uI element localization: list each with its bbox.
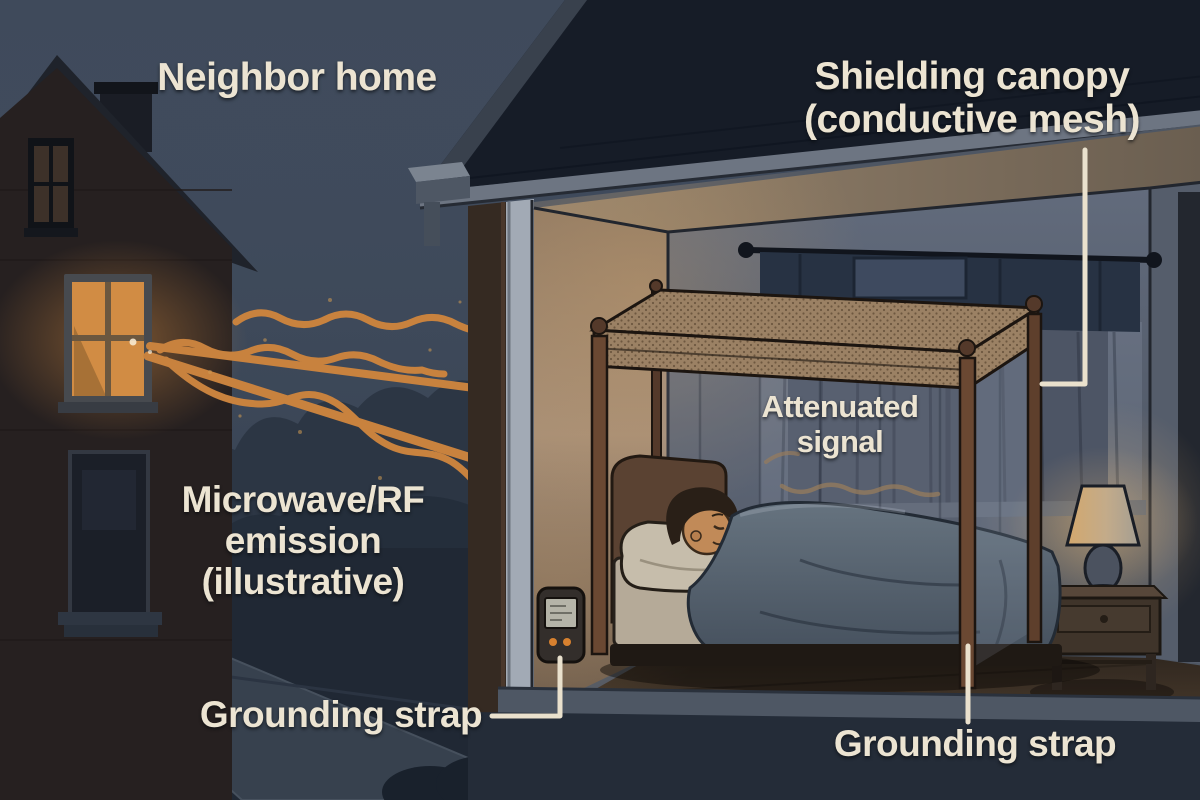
cutaway-wall-edge: [506, 199, 534, 728]
finial: [649, 279, 663, 293]
exterior-wall-strip: [468, 202, 506, 800]
eave-fascia: [420, 110, 1200, 208]
label-shielding-canopy-line1: Shielding canopy: [814, 55, 1130, 98]
rf-wave: [162, 356, 506, 516]
tree-silhouettes: [170, 380, 538, 565]
lamp-shade: [1065, 484, 1141, 547]
door-step: [58, 612, 162, 625]
label-neighbor-home: Neighbor home: [157, 56, 437, 99]
blanket-folds: [759, 558, 1008, 647]
finial: [958, 339, 976, 357]
attic-window: [24, 138, 78, 237]
nightstand: [1039, 585, 1169, 690]
label-emission-line1: Microwave/RF: [181, 479, 425, 520]
attenuated-wave: [764, 451, 941, 498]
gable-fascia: [420, 0, 588, 198]
leader-lines: [489, 147, 1088, 725]
bed-post-front-left: [590, 334, 609, 656]
ear: [690, 530, 702, 542]
rf-wave: [156, 339, 448, 378]
bed-post-rear-right: [1026, 312, 1043, 644]
emission-sparkles: [208, 298, 462, 480]
label-microwave-rf-emission: Microwave/RF emission (illustrative): [182, 479, 425, 602]
finial: [1025, 295, 1043, 313]
label-emission-line2: emission: [224, 520, 382, 561]
canopy-bed: [589, 279, 1100, 692]
hair: [666, 487, 739, 545]
front-door: [58, 450, 162, 637]
label-emission-line3: (illustrative): [201, 561, 405, 602]
canopy-side-curtain: [962, 316, 1034, 674]
bed-base: [610, 644, 1062, 666]
neighbor-house: [0, 55, 258, 800]
leader-grounding-left: [489, 655, 563, 719]
rf-emission-waves: [129, 298, 509, 516]
rf-wave: [232, 309, 502, 336]
lit-window: [58, 274, 158, 413]
leader-shielding-canopy: [1039, 147, 1088, 387]
label-shielding-canopy: Shielding canopy (conductive mesh): [803, 55, 1141, 141]
downspout: [424, 202, 440, 246]
gutter-endcap: [408, 162, 470, 246]
foundation: [468, 712, 1200, 800]
drawer-knob: [1100, 615, 1108, 623]
curtain-silhouette: [74, 326, 106, 396]
label-attenuated-signal: Attenuated signal: [762, 389, 919, 459]
shielding-canopy-frame: [589, 279, 1043, 690]
label-grounding-strap-left: Grounding strap: [199, 694, 483, 735]
label-attenuated-line2: signal: [796, 424, 884, 459]
bed-post-front-right: [958, 356, 977, 690]
rf-beam: [143, 351, 508, 473]
closed-eye: [713, 524, 725, 530]
finial: [590, 317, 608, 335]
rf-meter-device: [536, 586, 586, 664]
roof: [420, 0, 1200, 192]
device-indicator: [563, 638, 571, 646]
label-attenuated-line1: Attenuated: [761, 389, 919, 424]
label-grounding-strap-right: Grounding strap: [833, 723, 1117, 764]
device-indicator: [549, 638, 557, 646]
label-shielding-canopy-line2: (conductive mesh): [803, 98, 1141, 141]
